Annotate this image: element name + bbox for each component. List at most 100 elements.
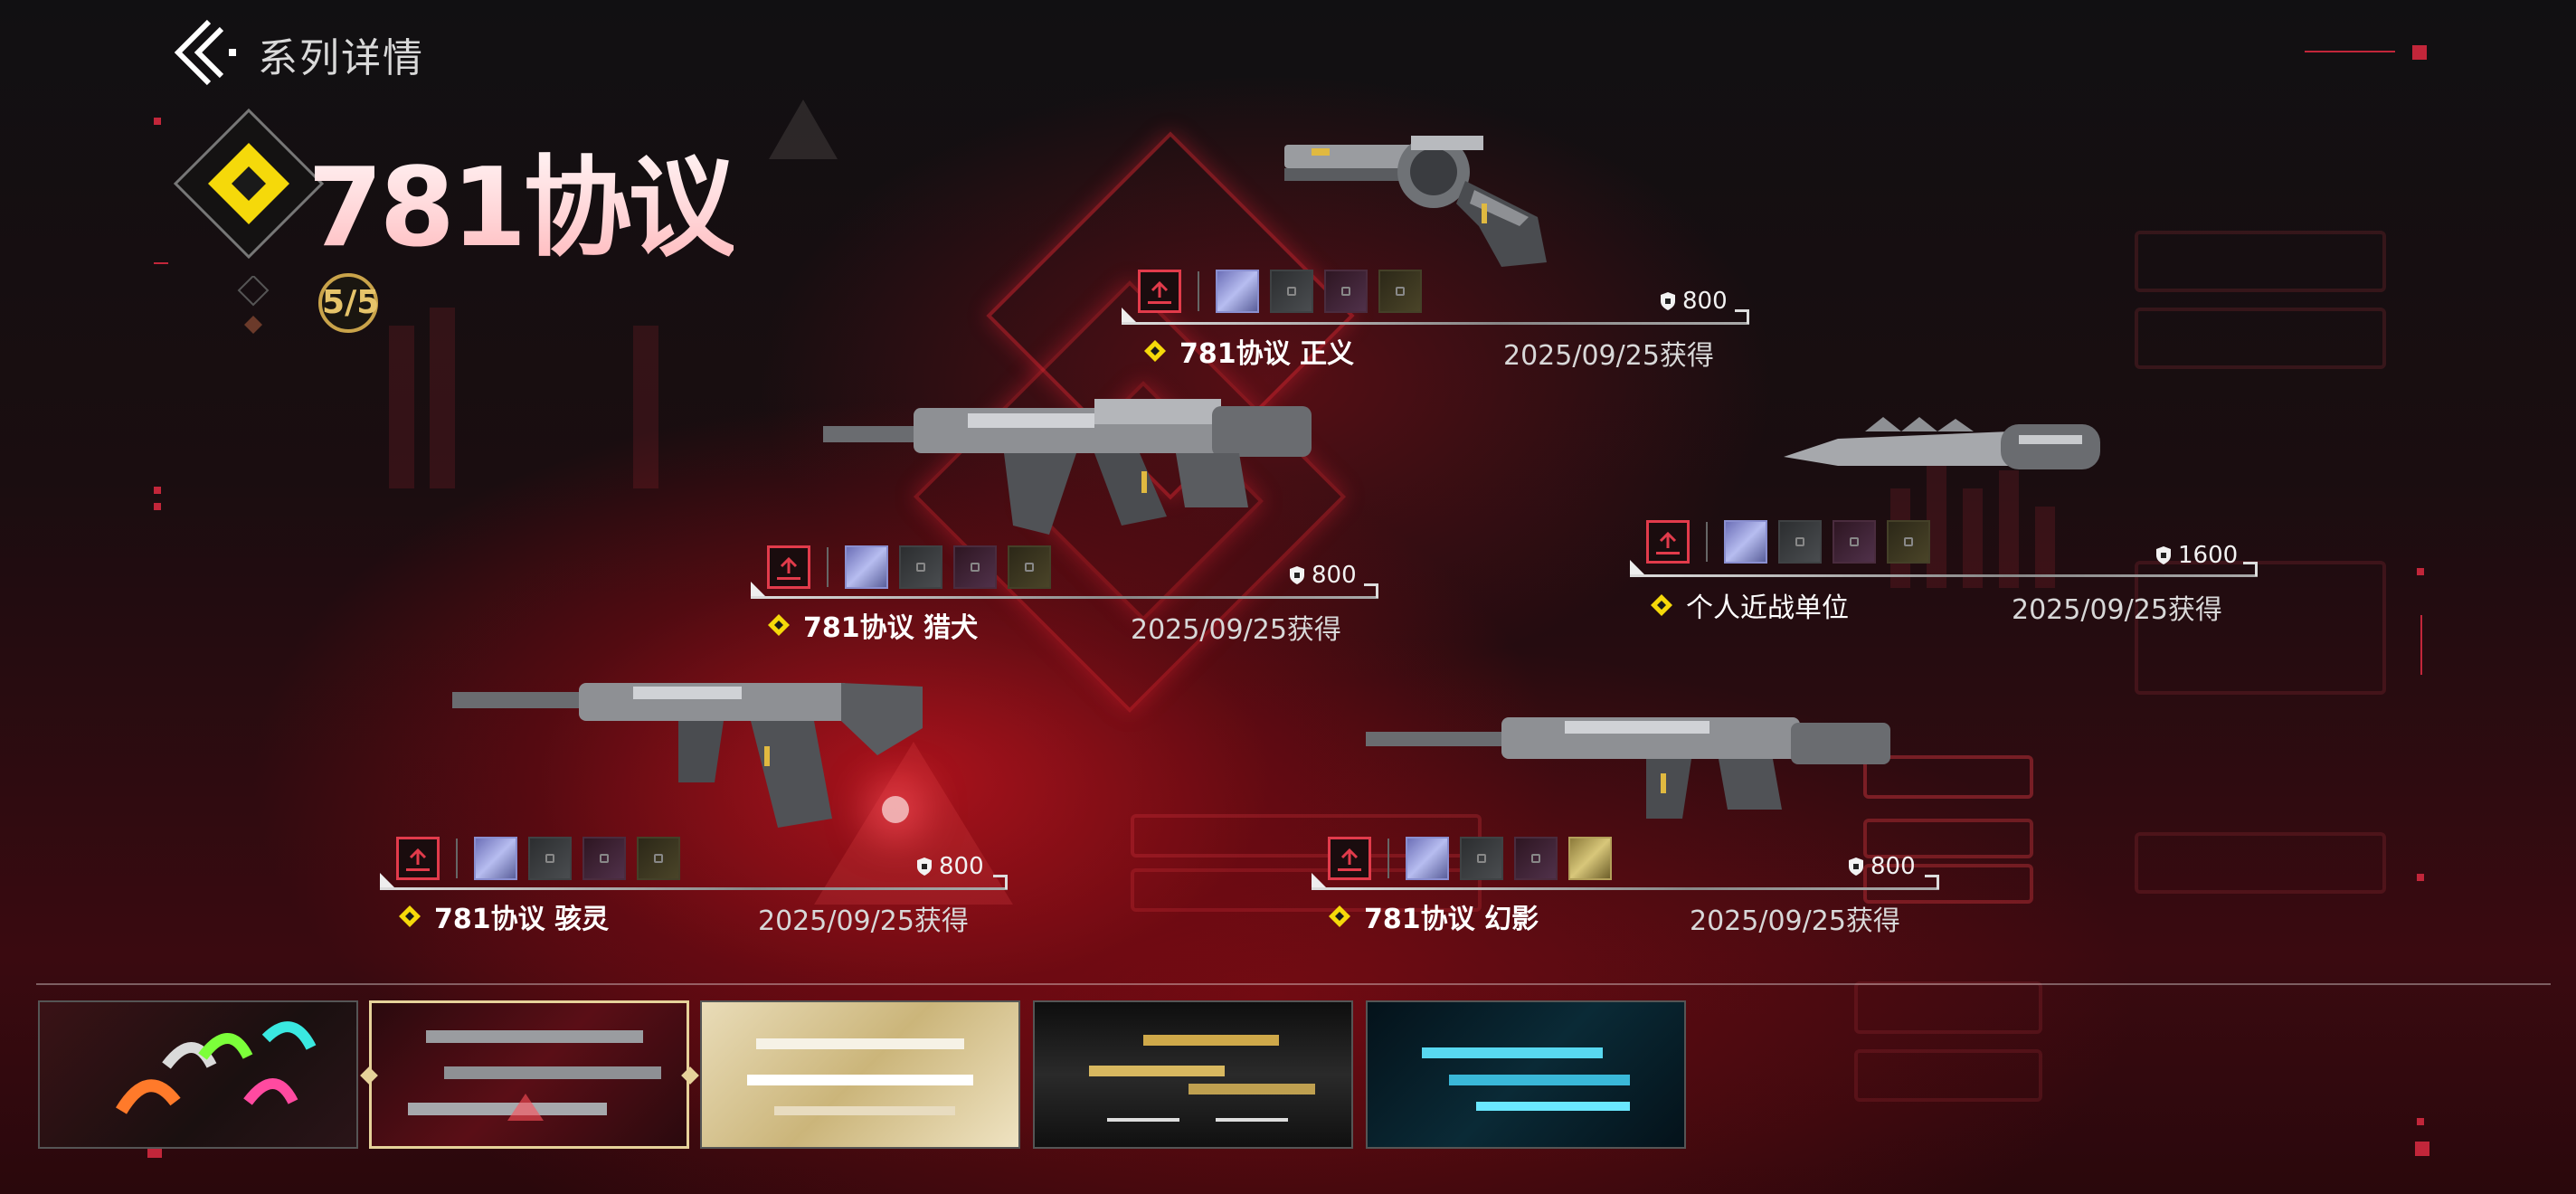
weapon-name-line: 781协议 幻影: [1328, 896, 1539, 936]
upgrade-icon[interactable]: [1138, 270, 1181, 313]
corner-mark: [751, 582, 765, 596]
lock-icon: [1531, 854, 1540, 863]
side-dot: [2417, 874, 2424, 881]
variant-swatch-2[interactable]: [899, 545, 942, 589]
card-baseline: [1630, 574, 2258, 577]
price-value: 800: [1682, 288, 1728, 315]
bg-warning-triangle: [814, 742, 1013, 905]
weapon-card-sheriff[interactable]: 800 781协议 正义 2025/09/25获得: [1122, 109, 1749, 398]
variant-swatch-3[interactable]: [1514, 837, 1558, 880]
lock-icon: [545, 854, 554, 863]
card-baseline: [380, 887, 1008, 890]
divider: [1387, 839, 1389, 878]
upgrade-icon[interactable]: [767, 545, 810, 589]
bg-bar: [1927, 461, 1946, 588]
upgrade-icon[interactable]: [396, 837, 440, 880]
price-value: 1600: [2178, 542, 2239, 569]
bg-frame: [1131, 814, 1482, 858]
variant-swatch-4[interactable]: [637, 837, 680, 880]
variant-swatch-3[interactable]: [582, 837, 626, 880]
price-value: 800: [939, 853, 984, 880]
corner-mark: [1925, 875, 1939, 889]
weapon-card-melee[interactable]: 1600 个人近战单位 2025/09/25获得: [1630, 403, 2258, 692]
weapon-name-line: 781协议 正义: [1143, 331, 1354, 371]
variant-swatch-4[interactable]: [1008, 545, 1051, 589]
top-right-line: [2305, 51, 2395, 52]
variant-swatch-1[interactable]: [1724, 520, 1767, 564]
weapon-image: [1366, 717, 1890, 819]
lock-icon: [1025, 563, 1034, 572]
collection-tier-icon: [172, 107, 326, 261]
acquired-date: 2025/09/25获得: [1690, 905, 1900, 937]
acquired-date: 2025/09/25获得: [1503, 340, 1714, 372]
shield-icon: [2156, 546, 2171, 564]
weapon-card-bulldog[interactable]: 800 781协议 猎犬 2025/09/25获得: [751, 384, 1378, 674]
variant-swatch-3[interactable]: [1324, 270, 1368, 313]
bundle-thumb-1[interactable]: [38, 1000, 358, 1149]
bg-frame: [1863, 864, 2033, 904]
lock-icon: [654, 854, 663, 863]
top-right-dot: [2412, 45, 2427, 60]
side-line: [2420, 615, 2422, 675]
variant-swatch-2[interactable]: [1460, 837, 1503, 880]
variant-swatch-4[interactable]: [1568, 837, 1612, 880]
variant-swatch-3[interactable]: [953, 545, 997, 589]
weapon-name: 781协议 幻影: [1364, 904, 1539, 935]
bg-frame: [1854, 1049, 2042, 1102]
weapon-image: [452, 683, 923, 828]
bundle-thumb-5[interactable]: [1366, 1000, 1686, 1149]
variant-row: [767, 545, 1051, 589]
variant-swatch-1[interactable]: [1216, 270, 1259, 313]
variant-swatch-1[interactable]: [474, 837, 517, 880]
upgrade-icon[interactable]: [1646, 520, 1690, 564]
bg-frame: [1863, 755, 2033, 799]
divider: [1198, 271, 1199, 311]
weapon-card-spectre[interactable]: 800 781协议 骇灵 2025/09/25获得: [380, 674, 1008, 963]
corner-mark: [993, 875, 1008, 889]
acquired-date: 2025/09/25获得: [1131, 614, 1341, 646]
owned-count: 5: [322, 284, 346, 321]
price-tag: 800: [1847, 853, 1916, 880]
bg-frame: [2135, 561, 2386, 695]
price-value: 800: [1312, 562, 1357, 589]
variant-swatch-2[interactable]: [528, 837, 572, 880]
back-button[interactable]: [167, 16, 249, 89]
lock-icon: [1850, 537, 1859, 546]
variant-swatch-2[interactable]: [1778, 520, 1822, 564]
lock-icon: [971, 563, 980, 572]
variant-swatch-4[interactable]: [1378, 270, 1422, 313]
price-tag: 1600: [2155, 542, 2238, 569]
side-line: [154, 262, 168, 264]
shield-icon: [917, 858, 932, 876]
weapon-name: 781协议 正义: [1179, 338, 1355, 370]
variant-swatch-2[interactable]: [1270, 270, 1313, 313]
bg-frame: [2135, 832, 2386, 894]
collection-deco-diamonds: [235, 274, 271, 339]
variant-swatch-3[interactable]: [1833, 520, 1876, 564]
lock-icon: [1396, 287, 1405, 296]
lock-icon: [1795, 537, 1804, 546]
acquired-date: 2025/09/25获得: [2012, 594, 2222, 626]
bg-bar: [1963, 488, 1983, 588]
bundle-thumb-3[interactable]: [700, 1000, 1020, 1149]
variant-swatch-1[interactable]: [1406, 837, 1449, 880]
yellow-diamond-icon: [1651, 594, 1672, 616]
yellow-diamond-icon: [1329, 905, 1350, 927]
collection-name: 781协议: [308, 119, 736, 277]
variant-row: [1138, 270, 1422, 313]
weapon-image: [1284, 136, 1547, 267]
side-dot: [154, 503, 161, 510]
weapon-card-phantom[interactable]: 800 781协议 幻影 2025/09/25获得: [1312, 674, 1939, 963]
upgrade-icon[interactable]: [1328, 837, 1371, 880]
bg-bar: [430, 308, 455, 488]
corner-mark: [2243, 562, 2258, 576]
variant-row: [1328, 837, 1612, 880]
corner-mark: [1364, 583, 1378, 598]
yellow-diamond-icon: [1144, 340, 1166, 362]
variant-swatch-1[interactable]: [845, 545, 888, 589]
bundle-thumb-4[interactable]: [1033, 1000, 1353, 1149]
bundle-thumb-2-selected[interactable]: [369, 1000, 689, 1149]
side-dot: [154, 487, 161, 494]
lock-icon: [1287, 287, 1296, 296]
variant-swatch-4[interactable]: [1887, 520, 1930, 564]
